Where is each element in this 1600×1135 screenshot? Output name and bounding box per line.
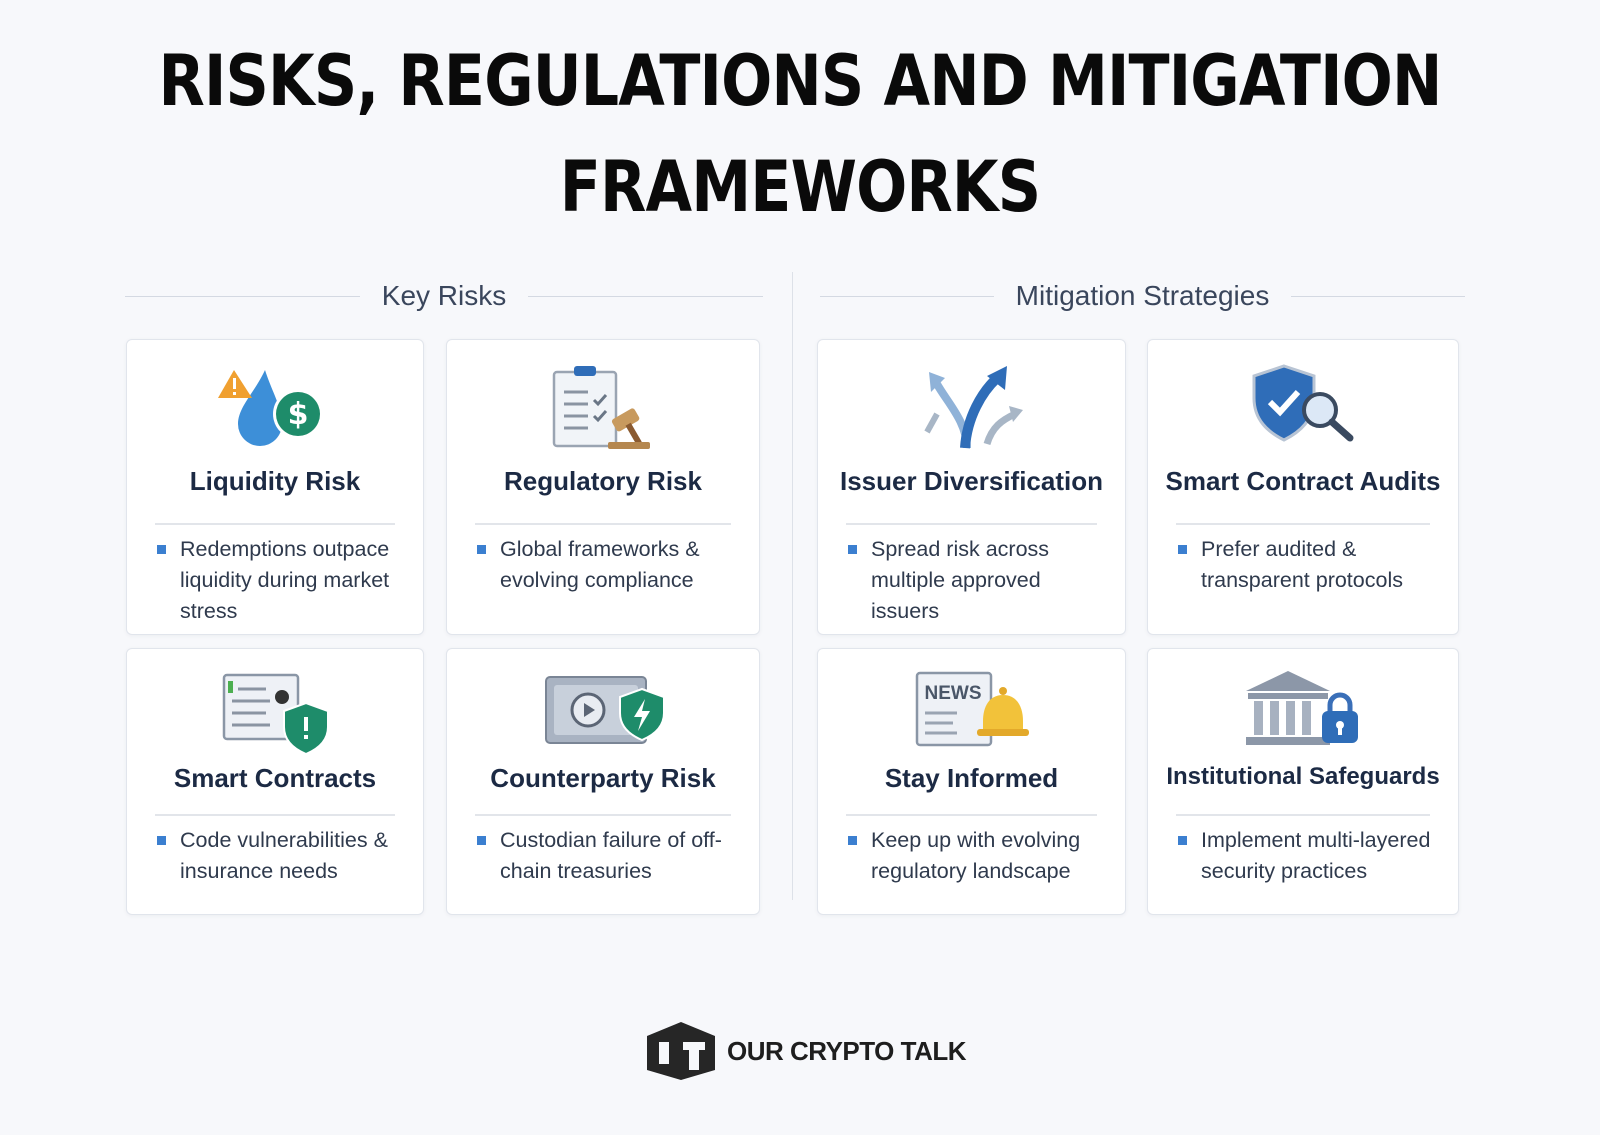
- bullet-icon: [157, 836, 166, 845]
- divider: [475, 814, 731, 816]
- bullet-text: Custodian failure of off-chain treasurie…: [500, 828, 722, 883]
- bullet-icon: [848, 545, 857, 554]
- bullet-item: Keep up with evolving regulatory landsca…: [846, 825, 1111, 887]
- bullet-item: Spread risk across multiple approved iss…: [846, 534, 1111, 627]
- bullet-text: Prefer audited & transparent protocols: [1201, 537, 1403, 592]
- bullet-icon: [1178, 545, 1187, 554]
- brand-name: OUR CRYPTO TALK: [727, 1035, 967, 1066]
- code-shield-icon: [222, 673, 329, 756]
- bullet-text: Code vulnerabilities & insurance needs: [180, 828, 388, 883]
- bullet-item: Code vulnerabilities & insurance needs: [155, 825, 409, 887]
- card-smart-contracts: Smart Contracts Code vulnerabilities & i…: [126, 648, 424, 915]
- card-stay-informed: NEWS Stay Informed Keep up with evolving…: [817, 648, 1126, 915]
- news-bell-icon: NEWS: [915, 671, 1029, 747]
- card-title: Counterparty Risk: [490, 763, 716, 793]
- card-title: Issuer Diversification: [840, 466, 1103, 496]
- liquidity-warning-icon: $: [218, 370, 323, 446]
- bullet-item: Global frameworks & evolving compliance: [475, 534, 745, 596]
- bullet-icon: [848, 836, 857, 845]
- bullet-item: Redemptions outpace liquidity during mar…: [155, 534, 409, 627]
- section-label: Key Risks: [381, 280, 507, 311]
- divider: [475, 523, 731, 525]
- bullet-icon: [1178, 836, 1187, 845]
- bullet-icon: [477, 545, 486, 554]
- svg-text:$: $: [288, 397, 309, 432]
- bullet-icon: [477, 836, 486, 845]
- card-title: Institutional Safeguards: [1166, 763, 1440, 790]
- bullet-text: Implement multi-layered security practic…: [1201, 828, 1431, 883]
- divider: [846, 814, 1097, 816]
- card-title: Liquidity Risk: [189, 466, 361, 496]
- card-title: Regulatory Risk: [504, 466, 702, 496]
- divider: [846, 523, 1097, 525]
- card-regulatory-risk: Regulatory Risk Global frameworks & evol…: [446, 339, 760, 635]
- bullet-text: Spread risk across multiple approved iss…: [871, 537, 1050, 623]
- bullet-item: Implement multi-layered security practic…: [1176, 825, 1444, 887]
- card-title: Stay Informed: [884, 763, 1059, 793]
- divider: [1176, 523, 1430, 525]
- bullet-item: Custodian failure of off-chain treasurie…: [475, 825, 745, 887]
- brand-logo: OUR CRYPTO TALK: [645, 1020, 967, 1082]
- diverging-arrows-icon: [923, 366, 1023, 449]
- bullet-text: Redemptions outpace liquidity during mar…: [180, 537, 390, 623]
- bullet-text: Global frameworks & evolving compliance: [500, 537, 700, 592]
- page-title-line-2: FRAMEWORKS: [559, 146, 1041, 228]
- section-label: Mitigation Strategies: [1015, 280, 1270, 311]
- bullet-icon: [157, 545, 166, 554]
- card-liquidity-risk: $ Liquidity Risk Redemptions outpace liq…: [126, 339, 424, 635]
- divider: [1176, 814, 1430, 816]
- page-title-line-1: RISKS, REGULATIONS AND MITIGATION: [158, 40, 1443, 122]
- card-issuer-diversification: Issuer Diversification Spread risk acros…: [817, 339, 1126, 635]
- bank-lock-icon: [1246, 671, 1358, 745]
- our-crypto-talk-logo-icon: [647, 1022, 715, 1080]
- divider: [155, 523, 395, 525]
- section-header-mitigation: Mitigation Strategies: [820, 278, 1465, 314]
- section-header-key-risks: Key Risks: [125, 278, 763, 314]
- card-institutional-safeguards: Institutional Safeguards Implement multi…: [1147, 648, 1459, 915]
- card-smart-contract-audits: Smart Contract Audits Prefer audited & t…: [1147, 339, 1459, 635]
- card-title: Smart Contracts: [173, 763, 377, 793]
- bullet-item: Prefer audited & transparent protocols: [1176, 534, 1444, 596]
- divider: [155, 814, 395, 816]
- shield-magnifier-icon: [1252, 364, 1354, 442]
- card-counterparty-risk: Counterparty Risk Custodian failure of o…: [446, 648, 760, 915]
- clipboard-gavel-icon: [552, 366, 650, 449]
- column-divider: [792, 272, 793, 900]
- card-title: Smart Contract Audits: [1165, 466, 1441, 496]
- vault-shield-icon: [545, 676, 665, 744]
- news-label: NEWS: [924, 683, 981, 704]
- bullet-text: Keep up with evolving regulatory landsca…: [871, 828, 1081, 883]
